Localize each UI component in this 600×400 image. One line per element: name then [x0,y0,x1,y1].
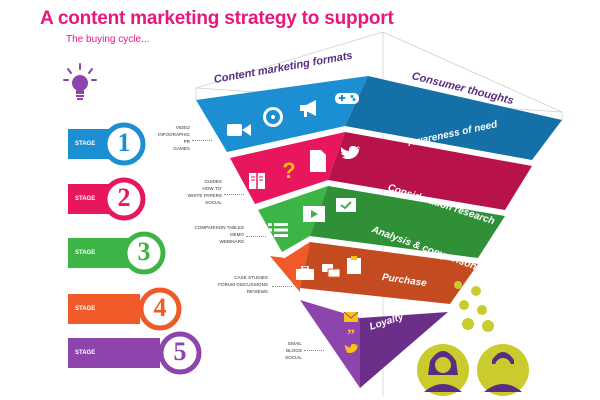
format-item: VIDEO [175,125,190,130]
format-item: HOW TO' [202,186,222,191]
format-item: WEBINARS [219,239,244,244]
stage-tab-1 [68,122,146,166]
tier-1-formats: VIDEO INFOGRAPHIC PR GAMES [134,124,190,152]
tier-3-connector [246,236,266,237]
cd-icon [262,106,284,128]
format-item: BLOGS [286,348,302,353]
svg-text:?: ? [282,160,295,182]
book-icon [248,172,266,190]
stage-label-2: STAGE [75,196,96,202]
list-icon [268,222,288,238]
stage-label-1: STAGE [75,141,96,147]
twitter-bird-icon [341,146,361,162]
stage-number-5: 5 [173,337,187,366]
stage-number-3: 3 [137,237,151,266]
presentation-icon [336,198,356,216]
tier-2-right [328,132,532,210]
tier-4-formats: CASE STUDIES FORUM DISCUSSIONS REVIEWS [212,274,268,295]
tier-4-front-extra [285,242,310,292]
page-subtitle: The buying cycle... [66,34,150,45]
stage-label-3: STAGE [75,250,96,256]
stage-tab-4 [68,287,182,331]
tier-1-connector [192,140,212,141]
quote-icon: ” [345,328,357,338]
question-mark-icon: ? [282,160,296,182]
format-item: COMPARISON TABLES [194,225,244,230]
tier-1-right [345,76,562,160]
gamepad-icon [335,90,359,106]
format-item: GAMES [173,146,190,151]
format-item: PR [183,139,190,144]
format-item: INFOGRAPHIC [158,132,190,137]
megaphone-icon [298,98,320,118]
tier-5-right [360,312,448,388]
clipboard-icon [347,256,361,274]
tier-2-formats: GUIDES HOW TO' WHITE PAPERS SOCIAL [166,178,222,206]
stage-number-4: 4 [153,293,167,322]
briefcase-icon [296,266,314,280]
stage-tab-5 [68,331,202,375]
tier-4-connector [272,286,292,287]
format-item: SOCIAL [205,200,222,205]
lightbulb-icon [62,62,98,106]
tier-5-formats: EMAIL BLOGS SOCIAL [246,340,302,361]
format-item: EMAIL [288,341,302,346]
twitter-bird-icon [345,344,359,355]
format-item: DEMO [230,232,244,237]
format-item: SOCIAL [285,355,302,360]
tier-5-front [300,300,360,388]
format-item: WHITE PAPERS [187,193,222,198]
format-item: FORUM DISCUSSIONS [218,282,268,287]
stage-number-2: 2 [117,183,131,212]
tier-2-connector [224,194,244,195]
svg-text:”: ” [347,328,355,338]
document-icon [310,150,326,172]
tier-4-right [300,242,478,304]
format-item: GUIDES [204,179,222,184]
stage-label-4: STAGE [75,306,96,312]
envelope-icon [344,312,358,322]
male-avatar [477,344,529,396]
chat-bubbles-icon [322,264,340,278]
page-title: A content marketing strategy to support [40,8,394,29]
tier-3-formats: COMPARISON TABLES DEMO WEBINARS [188,224,244,245]
connector-dots [454,281,494,332]
tier-3-right [310,186,505,258]
stage-tab-2 [68,177,146,221]
play-screen-icon [303,206,325,224]
female-avatar [417,344,469,396]
stage-label-5: STAGE [75,350,96,356]
tier-5-connector [304,350,324,351]
stage-tab-3 [68,231,166,275]
stage-number-1: 1 [117,128,131,157]
format-item: REVIEWS [246,289,268,294]
video-camera-icon [227,122,251,138]
format-item: CASE STUDIES [234,275,268,280]
